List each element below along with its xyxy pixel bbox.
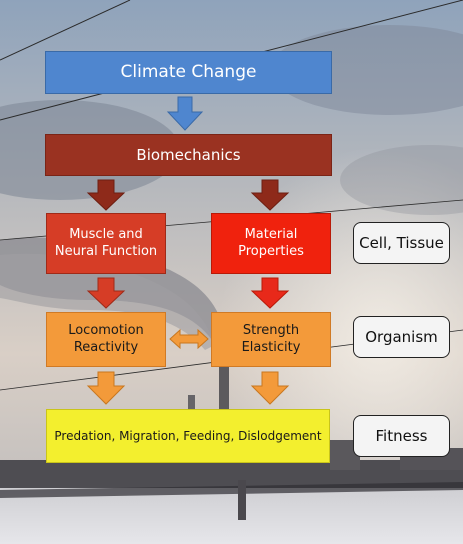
- node-material-properties-label: Material Properties: [238, 227, 304, 259]
- node-biomechanics-label: Biomechanics: [136, 145, 241, 164]
- node-climate-change-label: Climate Change: [120, 61, 257, 82]
- level-tag-organism: Organism: [353, 316, 450, 358]
- node-strength-elasticity: Strength Elasticity: [211, 312, 331, 367]
- node-material-properties: Material Properties: [211, 213, 331, 274]
- arrow-muscle-to-locomotion: [86, 277, 126, 309]
- node-outcomes-label: Predation, Migration, Feeding, Dislodgem…: [54, 428, 322, 443]
- node-biomechanics: Biomechanics: [45, 134, 332, 176]
- level-tag-cell-tissue: Cell, Tissue: [353, 222, 450, 264]
- arrow-strength-to-outcomes: [250, 371, 290, 405]
- node-muscle-neural-function: Muscle and Neural Function: [46, 213, 166, 274]
- level-tag-fitness-label: Fitness: [375, 427, 428, 445]
- level-tag-cell-tissue-label: Cell, Tissue: [359, 234, 444, 252]
- arrow-bio-to-material: [250, 179, 290, 211]
- arrow-locomotion-to-outcomes: [86, 371, 126, 405]
- node-muscle-neural-function-label: Muscle and Neural Function: [54, 227, 158, 259]
- node-locomotion-reactivity-label: Locomotion Reactivity: [68, 323, 144, 355]
- arrow-climate-to-biomechanics: [166, 96, 204, 131]
- node-climate-change: Climate Change: [45, 51, 332, 94]
- arrow-material-to-strength: [250, 277, 290, 309]
- node-strength-elasticity-label: Strength Elasticity: [241, 323, 301, 355]
- node-locomotion-reactivity: Locomotion Reactivity: [46, 312, 166, 367]
- node-outcomes: Predation, Migration, Feeding, Dislodgem…: [46, 409, 330, 463]
- level-tag-organism-label: Organism: [365, 328, 438, 346]
- arrow-bio-to-muscle: [86, 179, 126, 211]
- arrow-locomotion-strength-bidirectional: [169, 328, 209, 350]
- level-tag-fitness: Fitness: [353, 415, 450, 457]
